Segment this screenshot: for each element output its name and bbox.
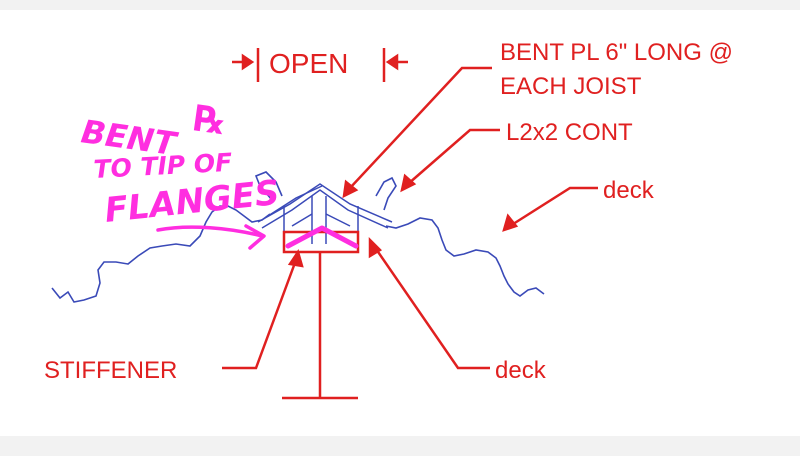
deck-upper-leader xyxy=(502,186,598,232)
diagram-canvas xyxy=(0,10,800,436)
handwritten-symbol: ℞ xyxy=(191,98,229,143)
stiffener-label: STIFFENER xyxy=(44,357,177,384)
bent-pl-label-line1: BENT PL 6" LONG @ xyxy=(500,39,733,66)
open-label: OPEN xyxy=(269,48,348,79)
deck-lower-leader xyxy=(368,236,490,370)
handwritten-markup xyxy=(156,224,359,250)
joist-section xyxy=(282,230,360,400)
l2x2-leader xyxy=(400,128,500,193)
deck-upper-label: deck xyxy=(603,177,655,204)
stiffener-leader xyxy=(222,249,304,370)
handwritten-line2: TO TIP OF xyxy=(93,148,233,184)
l2x2-label: L2x2 CONT xyxy=(506,119,633,146)
open-dimension xyxy=(232,48,408,82)
bent-pl-label-line2: EACH JOIST xyxy=(500,73,642,100)
joist-detail xyxy=(257,183,393,244)
bent-pl-leader xyxy=(342,66,492,199)
deck-lower-label: deck xyxy=(495,357,547,384)
deck-profile xyxy=(51,171,545,303)
